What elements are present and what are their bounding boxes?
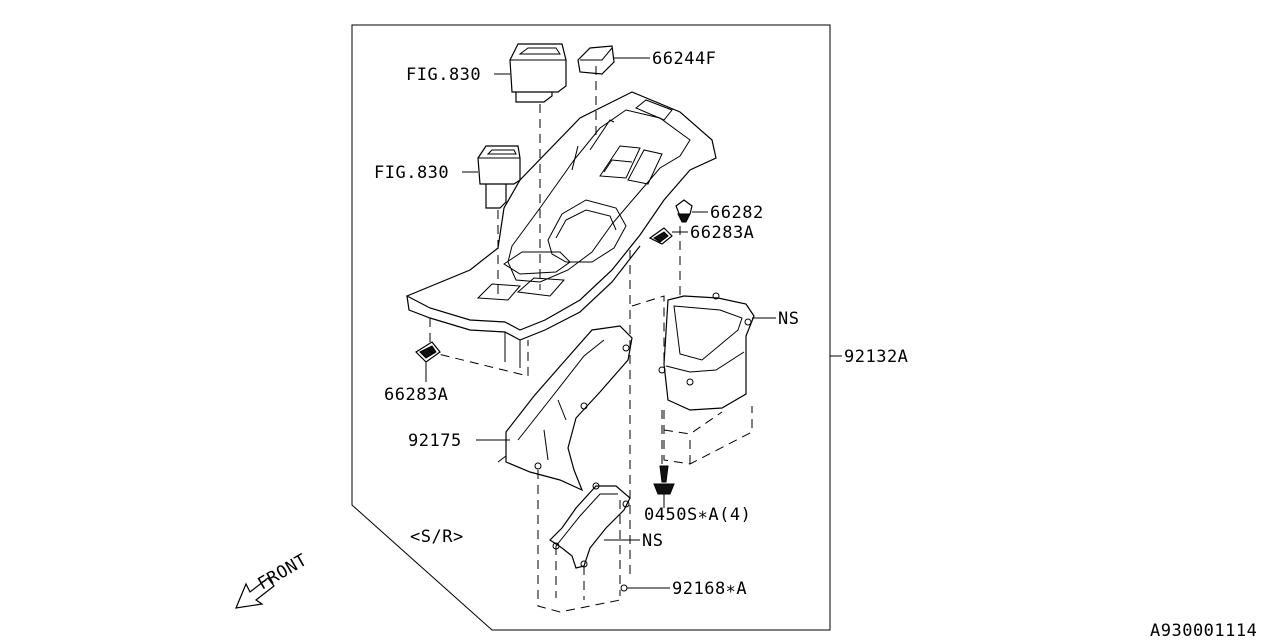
label-fig830-top[interactable]: FIG.830 bbox=[406, 65, 481, 85]
label-sr: <S/R> bbox=[410, 527, 464, 547]
pad-66283a-right bbox=[648, 227, 673, 245]
label-ns-upper[interactable]: NS bbox=[778, 309, 799, 329]
label-0450s[interactable]: 0450S∗A(4) bbox=[644, 505, 751, 525]
console-body bbox=[405, 91, 717, 368]
label-66283a-left[interactable]: 66283A bbox=[384, 385, 448, 405]
label-66244f[interactable]: 66244F bbox=[652, 49, 716, 69]
cup-holder-box bbox=[658, 292, 755, 411]
label-66282[interactable]: 66282 bbox=[710, 203, 764, 223]
label-92175[interactable]: 92175 bbox=[408, 431, 462, 451]
pad-66283a-left bbox=[415, 341, 441, 363]
front-arrow-icon bbox=[235, 577, 275, 609]
screw-0450s bbox=[653, 465, 675, 495]
diagram-code: A930001114 bbox=[1150, 621, 1257, 640]
cover-92175 bbox=[497, 325, 633, 492]
clip-92168-dot bbox=[620, 584, 628, 592]
clip-66282 bbox=[675, 199, 693, 223]
label-front: FRONT bbox=[255, 550, 311, 594]
alignment-lines bbox=[429, 66, 753, 613]
label-92168[interactable]: 92168∗A bbox=[672, 579, 747, 599]
assembly-frame bbox=[351, 24, 831, 631]
label-92132a[interactable]: 92132A bbox=[844, 347, 908, 367]
cap-66244f bbox=[577, 45, 615, 75]
label-fig830-mid[interactable]: FIG.830 bbox=[374, 163, 449, 183]
switch-middle bbox=[477, 145, 521, 209]
lower-bracket bbox=[549, 482, 631, 569]
label-66283a-right[interactable]: 66283A bbox=[690, 223, 754, 243]
label-ns-lower[interactable]: NS bbox=[642, 531, 663, 551]
leader-lines bbox=[425, 57, 842, 589]
switch-upper bbox=[509, 43, 567, 103]
